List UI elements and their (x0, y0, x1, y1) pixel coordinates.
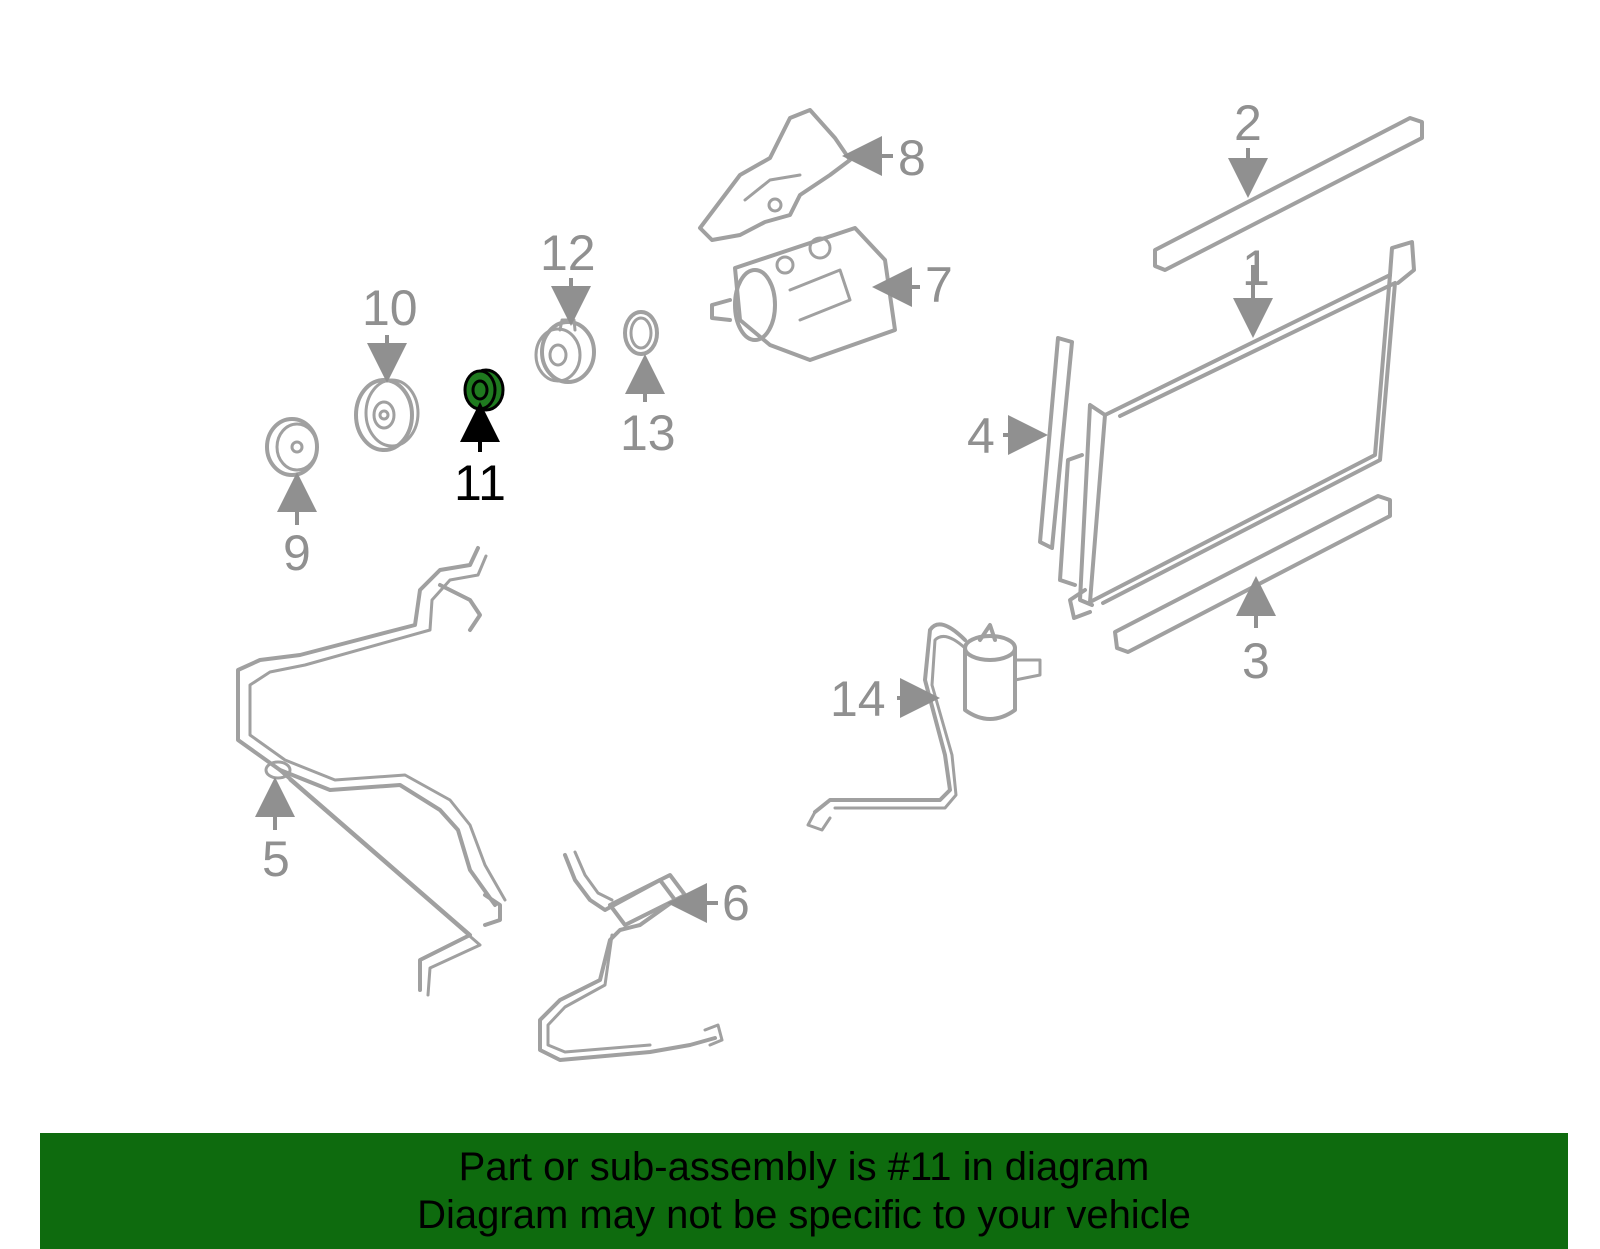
part-10-pulley[interactable] (354, 378, 420, 452)
label-9: 9 (283, 525, 311, 581)
callout-arrows (255, 136, 1276, 923)
label-4: 4 (967, 408, 995, 464)
label-11-highlighted: 11 (454, 455, 506, 511)
label-13: 13 (620, 405, 676, 461)
label-8: 8 (898, 130, 926, 186)
part-14-receiver-drier[interactable] (806, 622, 1042, 832)
part-9-clutch-plate[interactable] (265, 417, 319, 477)
footer-line-1: Part or sub-assembly is #11 in diagram (458, 1145, 1150, 1189)
part-8-bracket[interactable] (698, 108, 852, 242)
part-3-seal-strip-lower[interactable] (1113, 494, 1392, 654)
footer-banner: Part or sub-assembly is #11 in diagram D… (40, 1133, 1568, 1249)
label-1: 1 (1242, 240, 1270, 296)
label-7: 7 (925, 257, 953, 313)
part-12-coil[interactable] (534, 318, 596, 384)
part-13-o-ring[interactable] (623, 310, 659, 356)
label-5: 5 (262, 831, 290, 887)
label-3: 3 (1242, 633, 1270, 689)
label-2: 2 (1234, 95, 1262, 151)
label-14: 14 (830, 671, 886, 727)
label-12: 12 (540, 225, 596, 281)
part-2-seal-strip-upper[interactable] (1153, 116, 1424, 272)
part-4-side-seal[interactable] (1038, 336, 1074, 550)
part-11-bearing[interactable] (463, 368, 505, 412)
part-6-liquid-line[interactable] (538, 850, 724, 1062)
part-7-compressor[interactable] (710, 226, 897, 362)
part-5-hose-assembly[interactable] (236, 546, 507, 997)
label-10: 10 (362, 280, 418, 336)
label-6: 6 (722, 875, 750, 931)
part-1-condenser[interactable] (1058, 240, 1416, 620)
footer-line-2: Diagram may not be specific to your vehi… (417, 1193, 1191, 1237)
